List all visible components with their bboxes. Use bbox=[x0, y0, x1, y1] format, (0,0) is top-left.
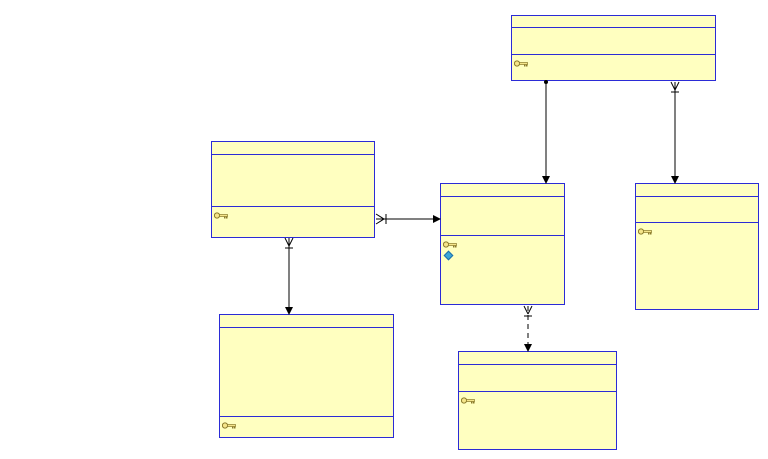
relationship-e2-e5[interactable] bbox=[284, 237, 294, 315]
entity-section-divider bbox=[459, 391, 616, 392]
primary-key-icon bbox=[514, 60, 528, 67]
primary-key-icon bbox=[638, 228, 652, 235]
entity-section-divider bbox=[512, 54, 715, 55]
relationship-e3-e6[interactable] bbox=[523, 305, 533, 352]
index-diamond-icon bbox=[443, 250, 454, 261]
entity-section-divider bbox=[441, 196, 564, 197]
entity-section-divider bbox=[212, 154, 374, 155]
primary-key-icon bbox=[443, 241, 457, 248]
entity-section-divider bbox=[636, 196, 758, 197]
entity-section-divider bbox=[212, 206, 374, 207]
entity-section-divider bbox=[441, 235, 564, 236]
primary-key-icon bbox=[214, 212, 228, 219]
entity-e1[interactable] bbox=[511, 15, 716, 81]
entity-section-divider bbox=[220, 416, 393, 417]
primary-key-icon bbox=[461, 397, 475, 404]
relationship-e2-e3[interactable] bbox=[375, 213, 441, 225]
primary-key-icon bbox=[222, 422, 236, 429]
entity-section-divider bbox=[512, 27, 715, 28]
relationship-e1-e3[interactable] bbox=[542, 80, 550, 184]
entity-section-divider bbox=[220, 327, 393, 328]
entity-section-divider bbox=[459, 364, 616, 365]
entity-e5[interactable] bbox=[219, 314, 394, 438]
entity-e3[interactable] bbox=[440, 183, 565, 305]
entity-section-divider bbox=[636, 222, 758, 223]
relationship-e1-e4[interactable] bbox=[670, 81, 680, 184]
entity-e2[interactable] bbox=[211, 141, 375, 238]
entity-e4[interactable] bbox=[635, 183, 759, 310]
entity-e6[interactable] bbox=[458, 351, 617, 450]
